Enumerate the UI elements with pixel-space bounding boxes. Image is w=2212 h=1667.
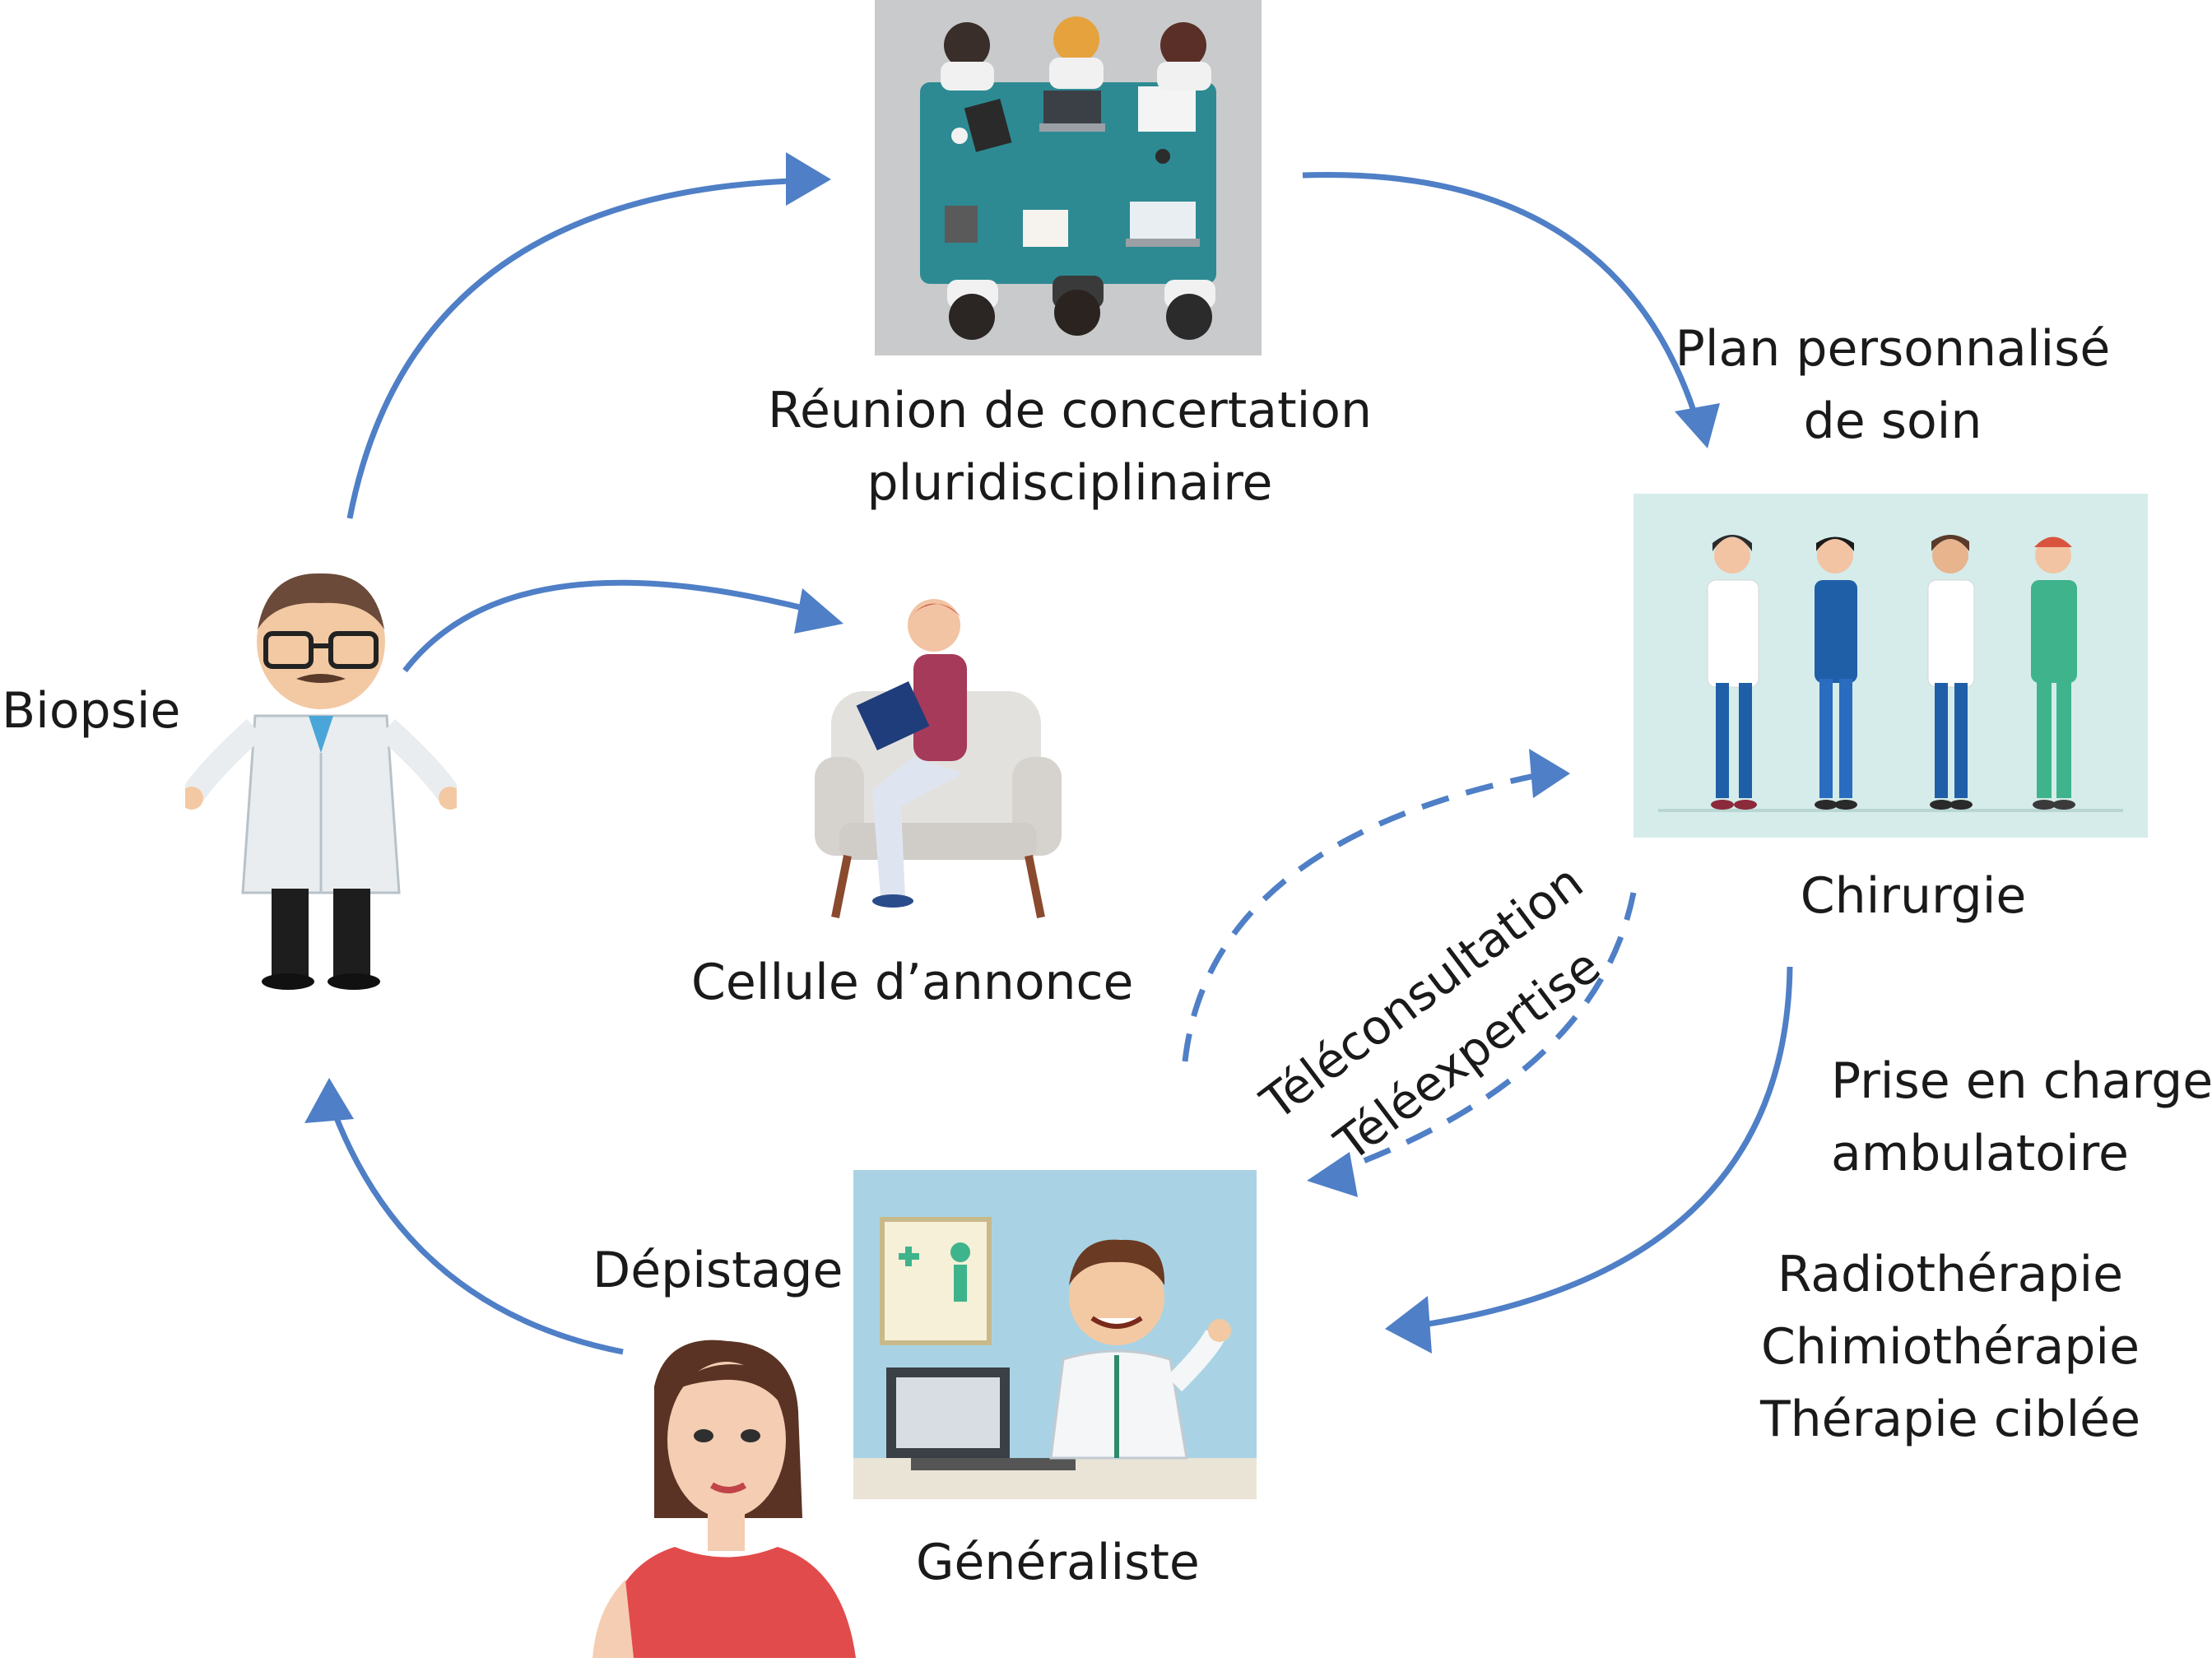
- plan-label-line1: Plan personnalisé: [1675, 320, 2111, 378]
- cellule-label: Cellule d’annonce: [691, 954, 1134, 1011]
- doctor-illustration: [185, 573, 457, 990]
- depistage-label: Dépistage: [592, 1242, 843, 1299]
- general-practitioner-office-illustration: [853, 1170, 1257, 1499]
- arrowhead-rcp: [786, 152, 831, 206]
- ambulatoire-label: Prise en charge ambulatoire: [1831, 1045, 2212, 1190]
- medical-team-illustration: [1633, 494, 2148, 838]
- ambulatoire-label-line2: ambulatoire: [1831, 1125, 2129, 1182]
- plan-label-line2: de soin: [1803, 392, 1982, 450]
- woman-patient-illustration: [592, 1340, 856, 1658]
- therapies-label: Radiothérapie Chimiothérapie Thérapie ci…: [1724, 1238, 2177, 1456]
- therapy-radiotherapie: Radiothérapie: [1777, 1246, 2124, 1303]
- rcp-label: Réunion de concertation pluridisciplinai…: [724, 374, 1415, 519]
- patient-armchair-illustration: [815, 599, 1062, 918]
- arrowhead-generaliste-dashed: [1307, 1152, 1358, 1197]
- arrow-generaliste-to-biopsie: [326, 1097, 624, 1355]
- therapy-chimiotherapie: Chimiothérapie: [1761, 1318, 2140, 1376]
- arrow-biopsie-to-cellule: [402, 579, 807, 673]
- therapy-therapie-ciblee: Thérapie ciblée: [1759, 1391, 2140, 1448]
- arrowhead-chirurgie-dashed: [1529, 749, 1570, 798]
- arrow-chirurgie-to-generaliste: [1423, 966, 1793, 1328]
- arrow-rcp-to-plan: [1302, 171, 1698, 417]
- arrow-tele-to-generaliste: [1331, 892, 1637, 1176]
- generaliste-label: Généraliste: [916, 1534, 1200, 1591]
- biopsie-label: Biopsie: [2, 682, 181, 740]
- arrow-biopsie-to-rcp: [346, 178, 791, 519]
- arrowhead-generaliste-solid: [1385, 1296, 1432, 1354]
- ambulatoire-label-line1: Prise en charge: [1831, 1052, 2212, 1110]
- rcp-label-line1: Réunion de concertation: [767, 382, 1373, 439]
- arrow-tele-to-chirurgie: [1182, 770, 1548, 1062]
- meeting-table-illustration: [875, 0, 1262, 355]
- arrowhead-plan: [1675, 403, 1720, 448]
- arrowhead-biopsie: [304, 1078, 354, 1123]
- chirurgie-label: Chirurgie: [1800, 867, 2027, 925]
- arrowhead-cellule: [794, 588, 843, 634]
- plan-label: Plan personnalisé de soin: [1638, 313, 2148, 457]
- rcp-label-line2: pluridisciplinaire: [867, 454, 1273, 512]
